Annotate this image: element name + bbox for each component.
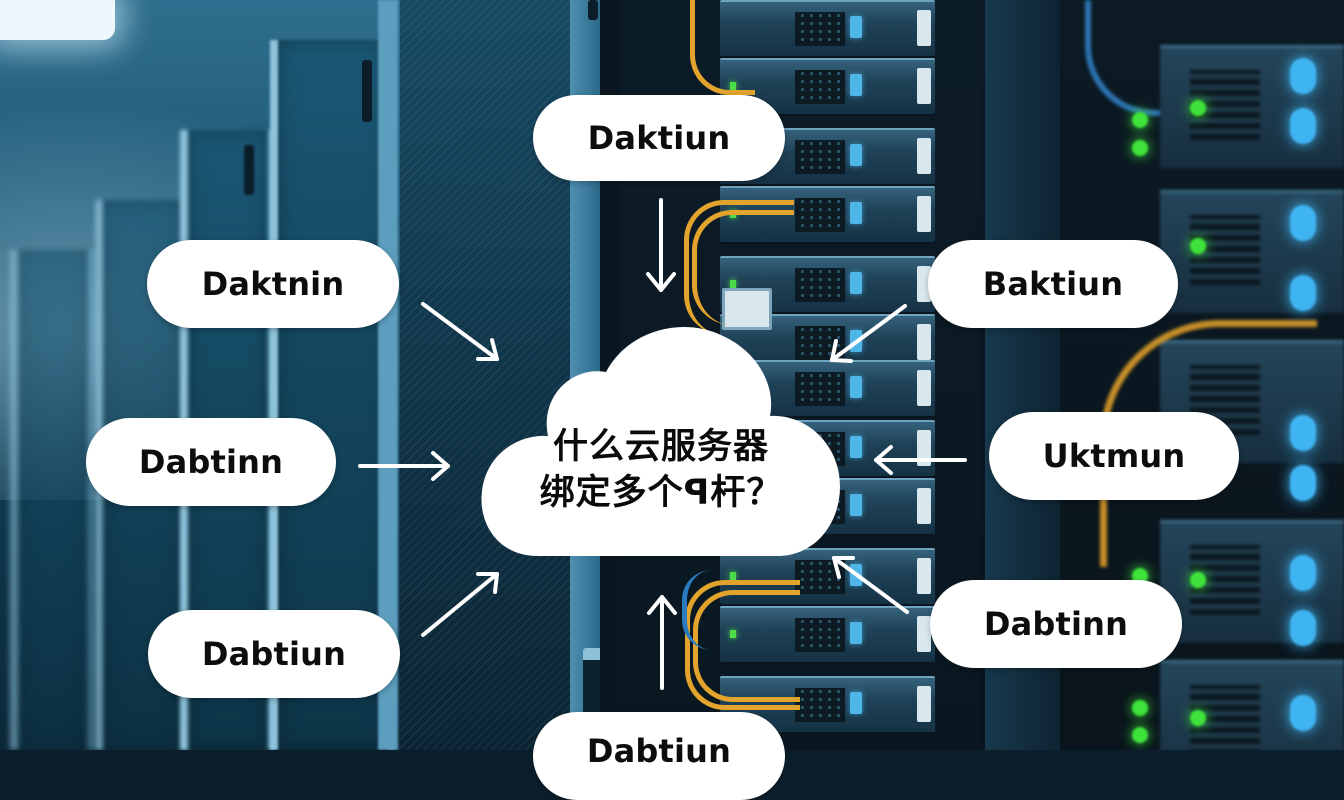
cloud-title-line-2: 绑定多个ꟼ杆？ xyxy=(539,473,783,513)
status-led-blue xyxy=(1290,465,1316,501)
server-unit xyxy=(720,0,935,56)
status-led-blue xyxy=(1290,275,1316,311)
node-middle-left-pill: Dabtinn xyxy=(86,418,336,506)
rack-handle xyxy=(244,145,254,195)
status-led-blue xyxy=(1290,610,1316,646)
status-led-green xyxy=(1132,727,1148,743)
ceiling-light xyxy=(0,0,115,40)
status-led-blue xyxy=(1290,695,1316,731)
node-top-pill: Daktiun xyxy=(533,95,785,181)
status-led-blue xyxy=(1290,205,1316,241)
status-led-blue xyxy=(1290,108,1316,144)
status-led-green xyxy=(1190,100,1206,116)
status-led-green xyxy=(1190,710,1206,726)
node-bottom-pill: Dabtiun xyxy=(533,712,785,800)
status-led-blue xyxy=(1290,415,1316,451)
status-led-green xyxy=(1132,140,1148,156)
network-cable xyxy=(682,570,717,650)
server-unit xyxy=(720,256,935,312)
node-upper-left-pill: Daktnin xyxy=(147,240,399,328)
node-label: Daktnin xyxy=(201,265,345,303)
node-lower-left-pill: Dabtiun xyxy=(148,610,400,698)
fiber-cable xyxy=(693,590,800,702)
network-cable xyxy=(1085,0,1211,116)
fiber-cable xyxy=(692,210,794,325)
rack-door xyxy=(10,250,94,750)
server-unit xyxy=(1160,660,1344,750)
node-middle-right-pill: Uktmun xyxy=(989,412,1239,500)
node-label: Daktiun xyxy=(587,119,731,157)
node-label: Uktmun xyxy=(1042,437,1186,475)
status-led-green xyxy=(1190,238,1206,254)
node-label: Dabtiun xyxy=(586,732,732,770)
server-unit xyxy=(1160,190,1344,313)
node-label: Dabtiun xyxy=(201,635,347,673)
rack-handle xyxy=(362,60,372,122)
node-lower-right-pill: Dabtinn xyxy=(930,580,1182,668)
server-unit xyxy=(720,606,935,662)
node-label: Baktiun xyxy=(982,265,1124,303)
node-label: Dabtinn xyxy=(138,443,284,481)
rack-handle xyxy=(588,0,598,20)
status-led-green xyxy=(1132,112,1148,128)
fiber-cable xyxy=(685,580,800,710)
server-unit xyxy=(1160,45,1344,168)
cloud-title-line-1: 什么云服务器 xyxy=(552,427,769,467)
status-led-green xyxy=(1132,700,1148,716)
status-led-green xyxy=(1190,572,1206,588)
fiber-cable xyxy=(684,200,794,335)
central-cloud: 什么云服务器 绑定多个ꟼ杆？ xyxy=(478,316,844,560)
node-upper-right-pill: Baktiun xyxy=(928,240,1178,328)
rack-frame xyxy=(378,0,398,750)
node-label: Dabtinn xyxy=(983,605,1129,643)
fiber-cable xyxy=(690,0,755,95)
status-led-blue xyxy=(1290,555,1316,591)
status-led-blue xyxy=(1290,58,1316,94)
cloud-icon xyxy=(481,327,840,556)
